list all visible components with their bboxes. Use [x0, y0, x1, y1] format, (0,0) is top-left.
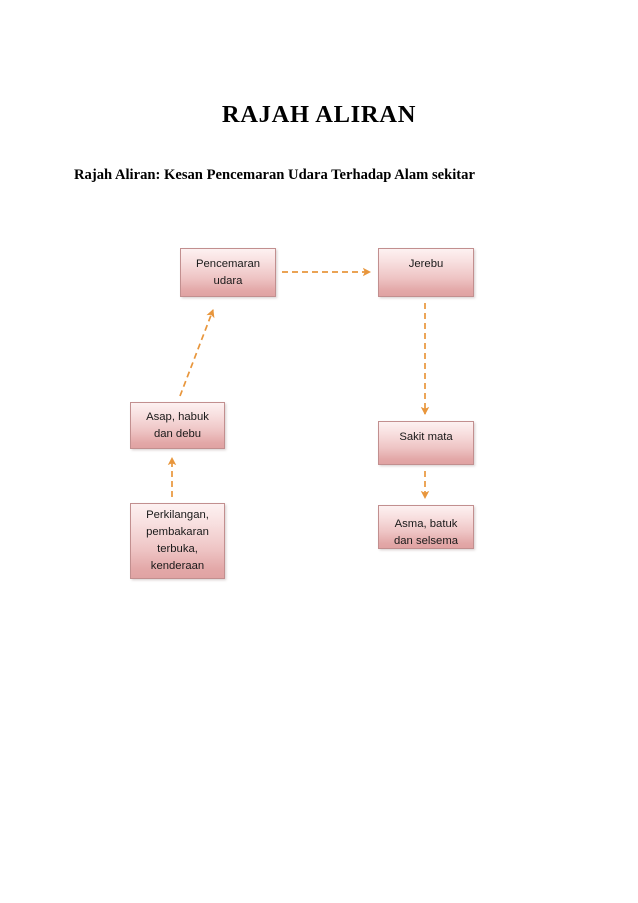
page-title: RAJAH ALIRAN: [221, 101, 417, 128]
flow-node-label-line1: Sakit mata: [399, 431, 453, 443]
flow-node-label-line4: kenderaan: [150, 560, 205, 572]
flow-node-label-line2: pembakaran: [146, 526, 209, 538]
flow-node-pencemaran-udara[interactable]: Pencemaran udara: [180, 248, 276, 297]
flow-node-label-line2: dan selsema: [393, 535, 459, 547]
flow-node-label-line1: Asma, batuk: [394, 518, 458, 530]
page-subtitle: Rajah Aliran: Kesan Pencemaran Udara Ter…: [74, 167, 475, 183]
flow-node-label-line1: Pencemaran: [195, 257, 261, 270]
flow-node-label-line2: dan debu: [153, 427, 202, 440]
flow-node-asap-habuk-dan-debu[interactable]: Asap, habuk dan debu: [130, 402, 225, 449]
flow-node-asma-batuk-dan-selsema[interactable]: Asma, batuk dan selsema: [378, 505, 474, 549]
flow-node-perkilangan-pembakaran-terbuka-kenderaan[interactable]: Perkilangan, pembakaran terbuka, kendera…: [130, 503, 225, 579]
connector-asap-to-pencemaran: [179, 309, 215, 397]
flow-node-label-line3: terbuka,: [157, 543, 198, 555]
flow-node-label-line2: udara: [213, 274, 243, 287]
flow-node-label-line1: Perkilangan,: [146, 509, 209, 521]
flow-node-jerebu[interactable]: Jerebu: [378, 248, 474, 297]
flow-node-label-line1: Asap, habuk: [146, 410, 209, 423]
flow-node-sakit-mata[interactable]: Sakit mata: [378, 421, 474, 465]
flow-node-label-line1: Jerebu: [408, 258, 444, 270]
